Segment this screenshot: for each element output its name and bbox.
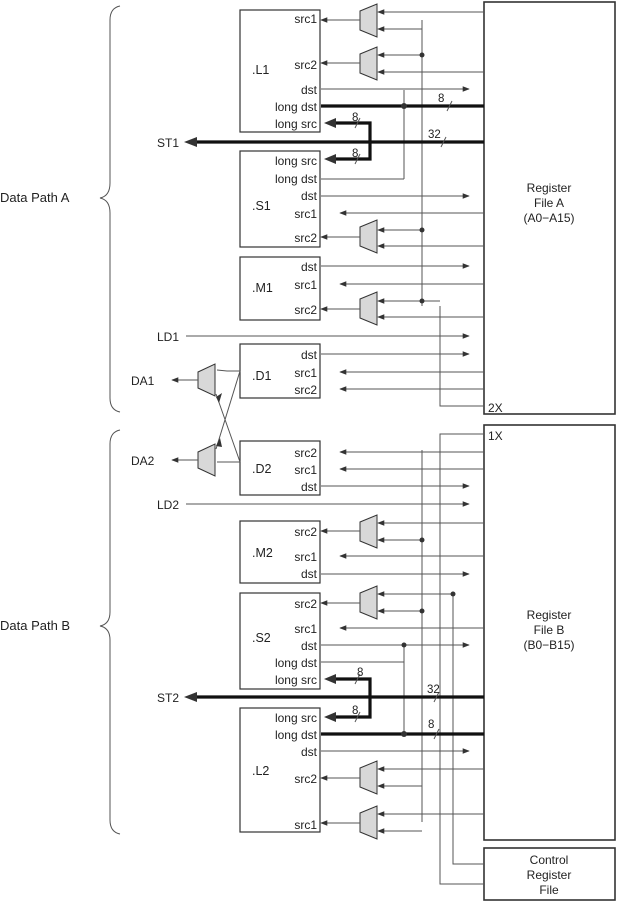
unit-l1-label: .L1 <box>252 63 269 77</box>
crosspath-2x-label: 2X <box>488 401 503 415</box>
m1-dst-port: dst <box>301 260 318 274</box>
mux-icon <box>359 46 378 81</box>
crosspath-1x-label: 1X <box>488 429 503 443</box>
unit-d2-box <box>239 440 321 496</box>
multiplexer-icons <box>197 3 378 840</box>
register-file-b-line1: Register <box>527 608 572 622</box>
unit-m2-label: .M2 <box>252 546 273 560</box>
l1-src1-port: src1 <box>294 12 317 26</box>
d2-src2-port: src2 <box>294 446 317 460</box>
d2-src1-port: src1 <box>294 463 317 477</box>
mux-icon <box>359 805 378 840</box>
register-file-a-line2: File A <box>534 196 564 210</box>
register-file-b-line3: (B0−B15) <box>523 638 574 652</box>
unit-s2-box <box>239 592 321 690</box>
m2-dst-port: dst <box>301 567 318 581</box>
mux-icon <box>359 760 378 795</box>
d1-dst-port: dst <box>301 348 318 362</box>
l2-long-src-port: long src <box>275 711 317 725</box>
s1-long-src-port: long src <box>275 154 317 168</box>
s2-src2-port: src2 <box>294 597 317 611</box>
mux-icon <box>359 291 378 326</box>
datapath-b-brace <box>99 429 121 835</box>
control-register-file <box>483 847 616 901</box>
da1-label: DA1 <box>131 374 155 388</box>
unit-m2-box <box>239 520 321 584</box>
bus-width-label: 8 <box>438 93 444 105</box>
mux-icon <box>359 3 378 38</box>
ld1-label: LD1 <box>157 330 179 344</box>
unit-l2-box <box>239 707 321 833</box>
bus-width-label: 32 <box>427 684 440 696</box>
unit-d2-label: .D2 <box>252 462 272 476</box>
register-file-a-line1: Register <box>527 181 572 195</box>
bus-width-label: 8 <box>352 705 358 717</box>
s2-src1-port: src1 <box>294 622 317 636</box>
s2-long-dst-port: long dst <box>275 656 318 670</box>
s1-long-dst-port: long dst <box>275 172 318 186</box>
unit-s2-label: .S2 <box>252 631 271 645</box>
bus-width-label: 32 <box>428 129 441 141</box>
bus-width-label: 8 <box>357 667 363 679</box>
m1-src2-port: src2 <box>294 303 317 317</box>
bus-width-label: 8 <box>352 148 358 160</box>
l1-src2-port: src2 <box>294 58 317 72</box>
register-file-a-line3: (A0−A15) <box>523 211 574 225</box>
datapath-a-label: Data Path A <box>0 190 70 205</box>
datapath-b-label: Data Path B <box>0 618 70 633</box>
mux-icon <box>197 363 216 397</box>
st2-label: ST2 <box>157 691 179 705</box>
mux-icon <box>359 514 378 549</box>
control-register-file-line3: File <box>539 883 559 897</box>
unit-s1-label: .S1 <box>252 199 271 213</box>
mux-icon <box>359 585 378 620</box>
da2-label: DA2 <box>131 454 155 468</box>
bus-width-label: 8 <box>428 719 434 731</box>
l1-long-dst-port: long dst <box>275 100 318 114</box>
s1-src2-port: src2 <box>294 231 317 245</box>
mux-icon <box>197 443 216 477</box>
unit-l2-label: .L2 <box>252 764 269 778</box>
register-file-b-line2: File B <box>534 623 565 637</box>
m2-src1-port: src1 <box>294 550 317 564</box>
register-file-a <box>483 1 616 415</box>
d1-src2-port: src2 <box>294 383 317 397</box>
s2-long-src-port: long src <box>275 673 317 687</box>
l1-long-src-port: long src <box>275 117 317 131</box>
s1-dst-port: dst <box>301 189 318 203</box>
d1-src1-port: src1 <box>294 366 317 380</box>
d2-dst-port: dst <box>301 480 318 494</box>
control-register-file-line1: Control <box>530 853 569 867</box>
bus-width-label: 8 <box>352 112 358 124</box>
l1-dst-port: dst <box>301 83 318 97</box>
control-register-file-line2: Register <box>527 868 572 882</box>
mux-icon <box>359 219 378 254</box>
unit-l1-box <box>239 9 321 133</box>
datapath-a-brace <box>99 5 121 413</box>
ld2-label: LD2 <box>157 498 179 512</box>
l2-long-dst-port: long dst <box>275 728 318 742</box>
m2-src2-port: src2 <box>294 525 317 539</box>
unit-m1-label: .M1 <box>252 281 273 295</box>
l2-dst-port: dst <box>301 745 318 759</box>
l2-src1-port: src1 <box>294 818 317 832</box>
st1-label: ST1 <box>157 136 179 150</box>
m1-src1-port: src1 <box>294 278 317 292</box>
s1-src1-port: src1 <box>294 207 317 221</box>
s2-dst-port: dst <box>301 639 318 653</box>
unit-s1-box <box>239 150 321 248</box>
l2-src2-port: src2 <box>294 772 317 786</box>
unit-d1-label: .D1 <box>252 369 272 383</box>
register-file-b <box>483 424 616 841</box>
unit-m1-box <box>239 256 321 321</box>
unit-d1-box <box>239 343 321 399</box>
